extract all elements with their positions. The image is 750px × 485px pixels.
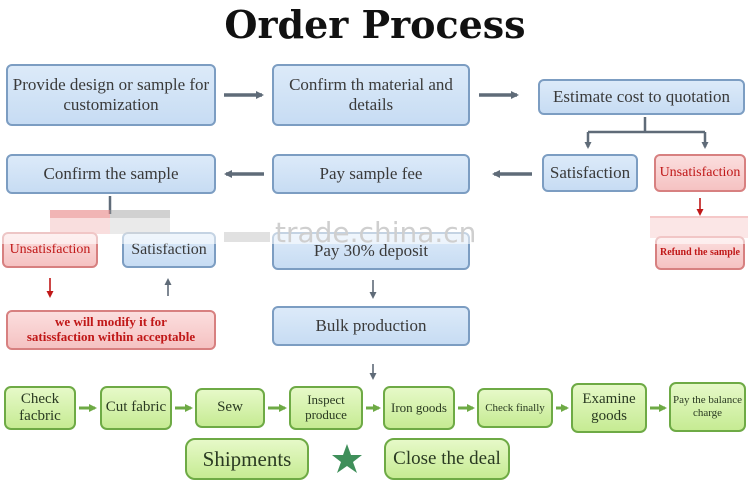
step-satisfaction-right: Satisfaction (542, 154, 638, 192)
step-confirm-material: Confirm th material and details (272, 64, 470, 126)
chain-iron-goods: Iron goods (383, 386, 455, 430)
step-pay-sample-fee: Pay sample fee (272, 154, 470, 194)
chain-check-fabric: Check facbric (4, 386, 76, 430)
close-deal-box: Close the deal (384, 438, 510, 480)
chain-cut-fabric: Cut fabric (100, 386, 172, 430)
chain-pay-balance: Pay the balance charge (669, 382, 746, 432)
page-title: Order Process (224, 2, 526, 47)
chain-examine-goods: Examine goods (571, 383, 647, 433)
star-icon (332, 444, 362, 473)
chain-inspect-produce: Inspect produce (289, 386, 363, 430)
watermark-band (0, 218, 750, 244)
shipments-box: Shipments (185, 438, 309, 480)
step-modify-note: we will modify it for satissfaction with… (6, 310, 216, 350)
step-bulk-production: Bulk production (272, 306, 470, 346)
chain-sew: Sew (195, 388, 265, 428)
step-estimate-cost: Estimate cost to quotation (538, 79, 745, 115)
step-unsatisfaction-right: Unsatisfaction (654, 154, 746, 192)
chain-check-finally: Check finally (477, 388, 553, 428)
step-confirm-sample: Confirm the sample (6, 154, 216, 194)
step-provide-design: Provide design or sample for customizati… (6, 64, 216, 126)
